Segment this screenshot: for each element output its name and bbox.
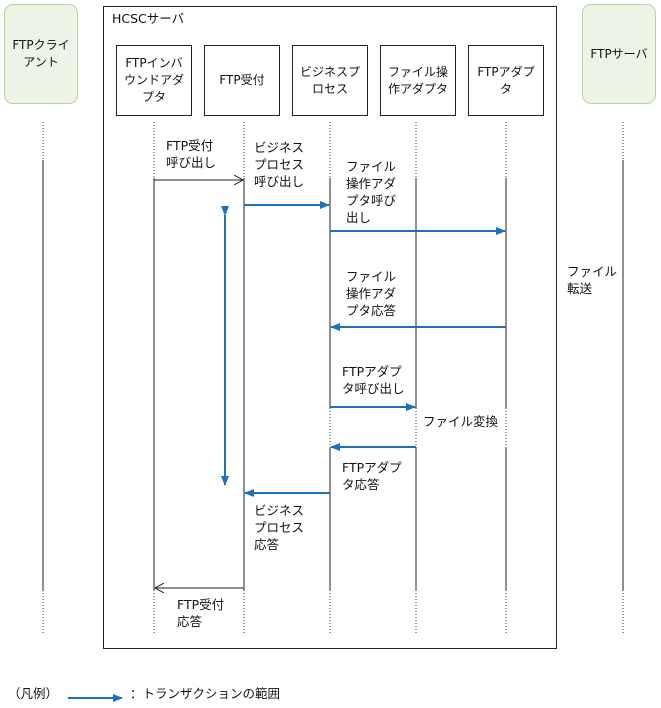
inbound-adapter-box: FTPインバ ウンドアダ プタ: [116, 45, 192, 116]
file-convert-label: ファイル変換: [423, 414, 499, 429]
hcsc-server-frame: [103, 6, 557, 649]
business-process-box: ビジネスプ ロセス: [292, 45, 368, 116]
file-op-response-label: ファイル 操作アダ プタ応答: [346, 269, 397, 318]
ftp-receive-response-label: FTP受付 応答: [177, 597, 225, 629]
bp-response-label: ビジネス プロセス 応答: [254, 503, 305, 552]
ftp-server-box: FTPサーバ: [582, 4, 656, 104]
file-op-adapter-box: ファイル操 作アダプタ: [380, 45, 456, 116]
hcsc-server-title: HCSCサーバ: [112, 11, 185, 26]
legend-description: ：トランザクションの範囲: [130, 686, 281, 701]
ftp-adapter-response-label: FTPアダプ タ応答: [342, 460, 402, 492]
bp-call-label: ビジネス プロセス 呼び出し: [254, 140, 305, 189]
file-op-call-label: ファイル 操作アダ プタ呼び 出し: [346, 159, 397, 225]
file-transfer-label: ファイル 転送: [567, 264, 618, 296]
ftp-client-box: FTPクライ アント: [4, 4, 78, 104]
legend-prefix: （凡例）: [8, 686, 59, 701]
ftp-receive-box: FTP受付: [204, 45, 280, 116]
solid-lifelines: [42, 160, 624, 590]
dotted-lifelines: [42, 122, 624, 633]
ftp-adapter-box: FTPアダプ タ: [468, 45, 544, 116]
ftp-adapter-call-label: FTPアダプ タ呼び出し: [342, 364, 405, 396]
ftp-receive-call-label: FTP受付 呼び出し: [166, 138, 217, 170]
